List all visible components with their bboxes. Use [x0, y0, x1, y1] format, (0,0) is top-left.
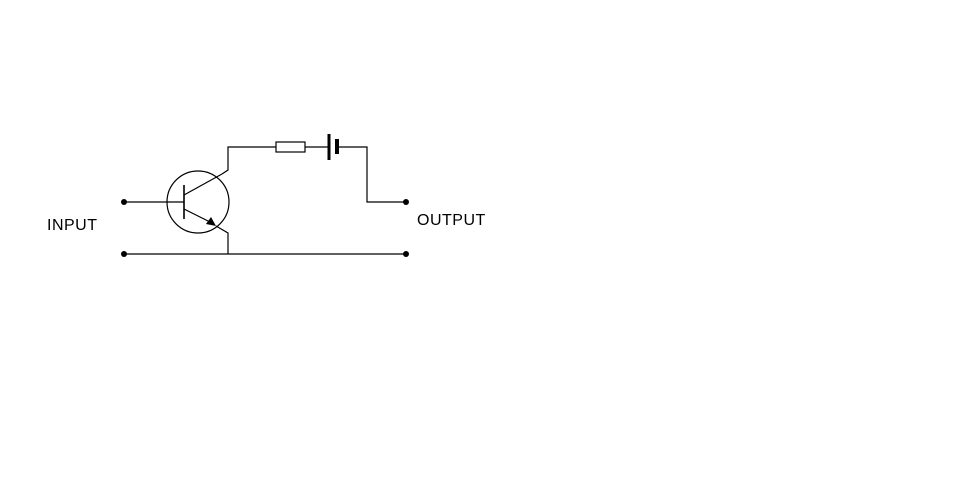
input-label: INPUT — [47, 217, 98, 234]
emitter-wire — [215, 225, 229, 254]
input-bottom-terminal — [121, 251, 127, 257]
input-top-terminal — [121, 199, 127, 205]
output-label: OUTPUT — [417, 212, 486, 229]
battery-icon — [327, 134, 339, 160]
resistor-icon — [275, 141, 306, 153]
output-bottom-terminal — [403, 251, 409, 257]
collector-wire — [221, 146, 276, 175]
npn-transistor-icon — [166, 170, 230, 234]
output-top-terminal — [403, 199, 409, 205]
battery-output-wire — [339, 146, 406, 203]
